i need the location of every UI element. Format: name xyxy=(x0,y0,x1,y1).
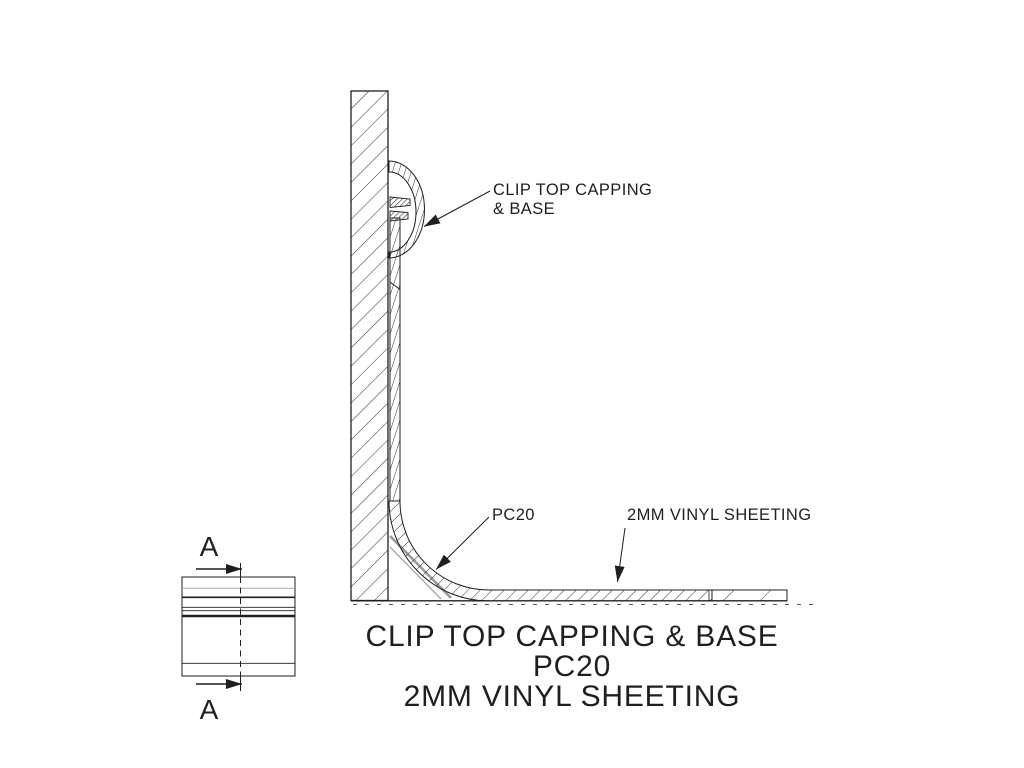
section-marker-a-top: A xyxy=(199,531,219,562)
title-line-2: PC20 xyxy=(532,650,612,683)
section-detail-elevation xyxy=(181,563,296,691)
callout-capping-line1: CLIP TOP CAPPING xyxy=(493,181,653,199)
callout-capping-line2: & BASE xyxy=(493,200,556,218)
callout-vinyl-label: 2MM VINYL SHEETING xyxy=(627,506,812,524)
callout-capping-label: CLIP TOP CAPPING & BASE xyxy=(493,181,652,219)
callout-pc20-label: PC20 xyxy=(492,506,535,524)
leader-pc20 xyxy=(435,516,490,570)
leader-vinyl xyxy=(614,527,626,583)
vinyl-wall-strip xyxy=(389,217,401,502)
title-line-1: CLIP TOP CAPPING & BASE xyxy=(365,620,779,653)
wall-section xyxy=(350,90,389,602)
clip-finger-upper xyxy=(389,196,411,208)
sheet-joint-line xyxy=(389,281,401,290)
leader-capping xyxy=(423,190,491,227)
title-line-3: 2MM VINYL SHEETING xyxy=(403,680,741,713)
clip-finger-lower xyxy=(389,210,409,222)
section-marker-a-bottom: A xyxy=(199,694,219,725)
leader-lines xyxy=(423,190,626,583)
clip-top-capping-profile xyxy=(388,160,425,259)
drawing-title-block: CLIP TOP CAPPING & BASE PC20 2MM VINYL S… xyxy=(322,622,822,712)
vinyl-sheet-end-segment xyxy=(711,589,788,602)
floor-line xyxy=(351,600,816,605)
